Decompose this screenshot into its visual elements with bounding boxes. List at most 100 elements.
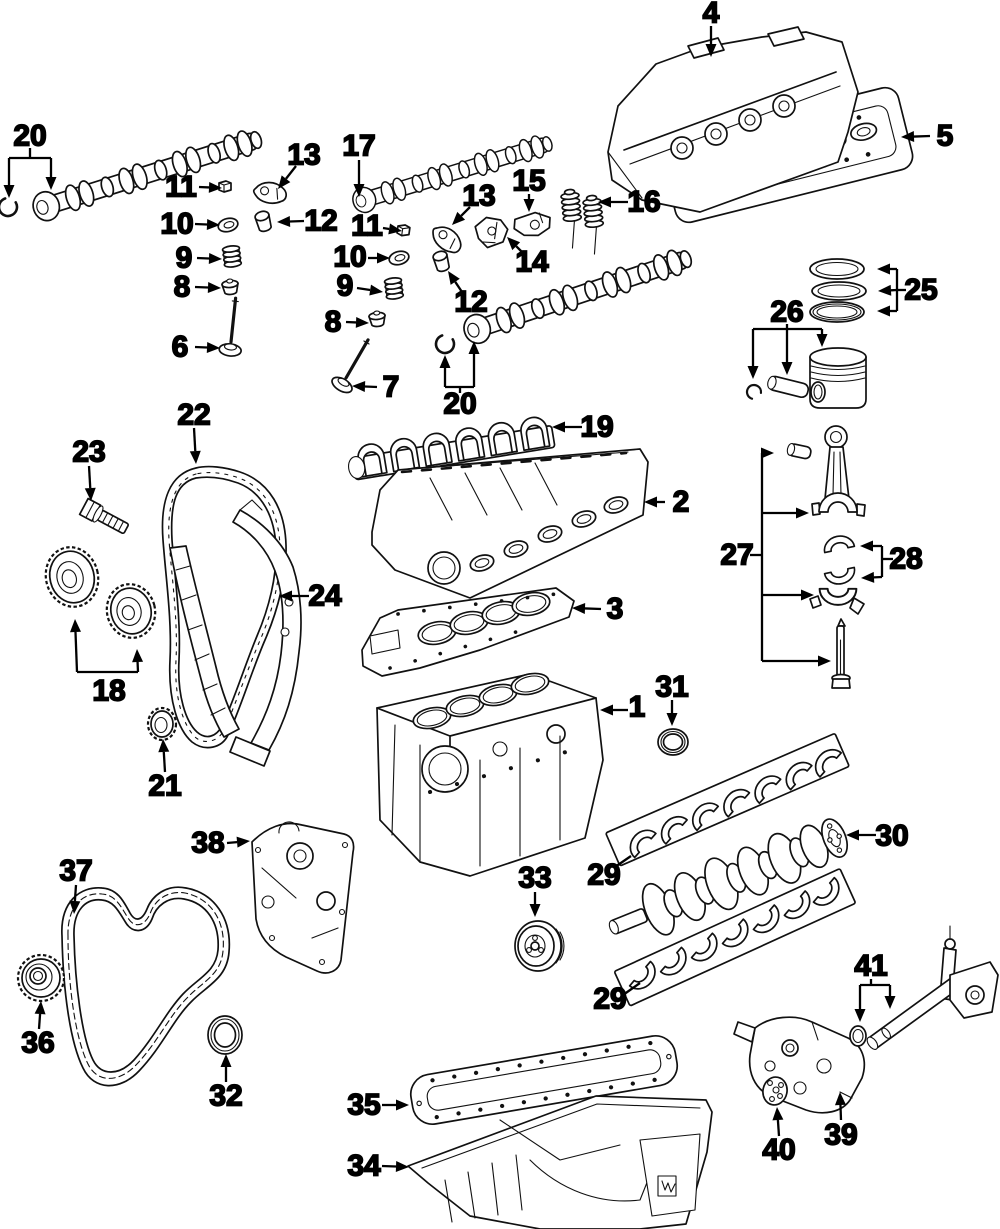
callout-35[interactable]: 35 bbox=[346, 1088, 409, 1122]
callout-20a[interactable]: 20 bbox=[3, 119, 57, 199]
callout-21[interactable]: 21 bbox=[147, 739, 183, 803]
callout-12b[interactable]: 12 bbox=[448, 271, 489, 319]
callout-19[interactable]: 19 bbox=[552, 410, 615, 444]
arrowhead-icon bbox=[189, 450, 201, 464]
callout-12a[interactable]: 12 bbox=[277, 204, 339, 238]
callout-number: 26 bbox=[770, 296, 803, 329]
callout-9a[interactable]: 9 bbox=[175, 241, 222, 275]
callout-34[interactable]: 34 bbox=[346, 1149, 409, 1183]
callout-3[interactable]: 3 bbox=[572, 592, 624, 626]
callout-39[interactable]: 39 bbox=[823, 1092, 859, 1152]
arrowhead-icon bbox=[705, 44, 717, 57]
arrowhead-icon bbox=[781, 362, 793, 375]
callout-36[interactable]: 36 bbox=[20, 1001, 56, 1060]
leader-line bbox=[622, 982, 641, 996]
callout-number: 14 bbox=[515, 246, 549, 279]
callout-38[interactable]: 38 bbox=[190, 826, 250, 860]
callout-32[interactable]: 32 bbox=[208, 1054, 244, 1113]
arrowhead-icon bbox=[206, 341, 220, 353]
callout-27[interactable]: 27 bbox=[719, 447, 831, 667]
callout-37[interactable]: 37 bbox=[58, 854, 94, 915]
part-23-bolt bbox=[78, 497, 129, 535]
callout-7[interactable]: 7 bbox=[352, 370, 400, 404]
callout-number: 22 bbox=[177, 399, 210, 432]
leader-line bbox=[192, 427, 197, 452]
callout-25[interactable]: 25 bbox=[877, 263, 939, 317]
arrowhead-icon bbox=[452, 211, 466, 225]
callout-number: 8 bbox=[325, 306, 342, 339]
callout-number: 9 bbox=[176, 242, 193, 275]
arrowhead-icon bbox=[834, 1092, 846, 1106]
callout-29l[interactable]: 29 bbox=[592, 982, 641, 1016]
callout-5[interactable]: 5 bbox=[901, 119, 954, 153]
arrowhead-icon bbox=[860, 540, 873, 552]
arrowhead-icon bbox=[878, 284, 892, 296]
leader-line bbox=[74, 631, 79, 673]
callout-number: 27 bbox=[720, 539, 753, 572]
callout-2[interactable]: 2 bbox=[644, 485, 690, 519]
leader-line bbox=[381, 1164, 397, 1168]
callout-20b[interactable]: 20 bbox=[439, 341, 480, 421]
arrowhead-icon bbox=[796, 507, 809, 519]
part-27-rod-bolt bbox=[831, 618, 851, 689]
callout-11b[interactable]: 11 bbox=[350, 209, 402, 243]
callout-33[interactable]: 33 bbox=[517, 861, 553, 918]
callout-4[interactable]: 4 bbox=[702, 0, 721, 57]
callout-10a[interactable]: 10 bbox=[159, 207, 220, 241]
callout-22[interactable]: 22 bbox=[176, 398, 212, 465]
callout-40[interactable]: 40 bbox=[761, 1107, 797, 1167]
arrowhead-icon bbox=[69, 619, 81, 633]
arrowhead-icon bbox=[846, 829, 859, 841]
arrowhead-icon bbox=[220, 1054, 232, 1067]
callout-13b[interactable]: 13 bbox=[452, 179, 497, 226]
part-10-valve-stem-seal-2 bbox=[386, 248, 412, 268]
callout-28[interactable]: 28 bbox=[860, 540, 924, 583]
callout-6[interactable]: 6 bbox=[171, 330, 220, 364]
part-8-spring-retainer-2 bbox=[367, 309, 387, 329]
leader-line bbox=[584, 607, 602, 611]
callout-8a[interactable]: 8 bbox=[173, 270, 221, 304]
callout-41[interactable]: 41 bbox=[853, 949, 896, 1023]
arrowhead-icon bbox=[644, 496, 657, 508]
callout-number: 12 bbox=[304, 205, 337, 238]
leader-line bbox=[73, 884, 78, 902]
callout-26[interactable]: 26 bbox=[747, 295, 828, 380]
callout-23[interactable]: 23 bbox=[71, 435, 107, 502]
callout-10b[interactable]: 10 bbox=[332, 240, 390, 274]
callout-1[interactable]: 1 bbox=[600, 690, 646, 724]
callout-17[interactable]: 17 bbox=[341, 129, 377, 198]
callout-31[interactable]: 31 bbox=[654, 670, 690, 727]
leader-line bbox=[226, 840, 238, 845]
arrowhead-icon bbox=[208, 181, 222, 193]
callout-number: 31 bbox=[655, 671, 688, 704]
callout-number: 28 bbox=[889, 543, 922, 576]
callout-8b[interactable]: 8 bbox=[324, 305, 369, 339]
callout-number: 36 bbox=[21, 1027, 54, 1060]
callout-14[interactable]: 14 bbox=[507, 237, 550, 279]
part-29-main-bearings-lower bbox=[614, 868, 856, 1007]
part-37-drive-belt bbox=[61, 886, 231, 1087]
callout-11a[interactable]: 11 bbox=[164, 170, 222, 204]
arrowhead-icon bbox=[207, 282, 221, 293]
callout-number: 39 bbox=[824, 1119, 857, 1152]
callout-number: 34 bbox=[347, 1150, 381, 1183]
arrowhead-icon bbox=[45, 177, 57, 190]
arrowhead-icon bbox=[448, 271, 460, 285]
part-19-camshaft-carrier bbox=[347, 414, 556, 481]
part-11-valve-keeper bbox=[218, 180, 232, 193]
callout-29u[interactable]: 29 bbox=[586, 855, 632, 892]
callout-15[interactable]: 15 bbox=[511, 164, 547, 213]
callout-number: 35 bbox=[347, 1089, 380, 1122]
callout-18[interactable]: 18 bbox=[69, 619, 144, 708]
arrowhead-icon bbox=[69, 900, 81, 914]
callout-24[interactable]: 24 bbox=[279, 579, 343, 613]
leader-line bbox=[37, 1013, 42, 1030]
callout-16[interactable]: 16 bbox=[598, 185, 662, 219]
callout-30[interactable]: 30 bbox=[846, 819, 910, 853]
callout-9b[interactable]: 9 bbox=[336, 269, 383, 303]
callout-number: 20 bbox=[13, 120, 46, 153]
part-26-piston bbox=[809, 347, 867, 409]
arrowhead-icon bbox=[439, 355, 451, 368]
callout-13a[interactable]: 13 bbox=[278, 138, 322, 190]
arrowhead-icon bbox=[801, 589, 814, 601]
